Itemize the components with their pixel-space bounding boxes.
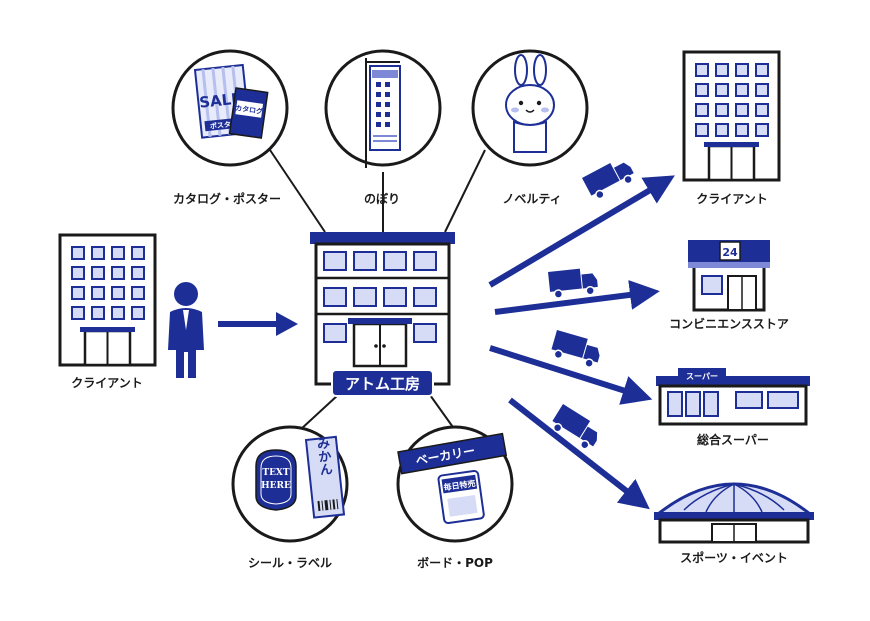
- novelty-label: ノベルティ: [502, 192, 561, 206]
- catalog-text: カタログ: [235, 103, 264, 116]
- board-pop-label: ボード・POP: [417, 555, 493, 570]
- client-building-icon: [58, 233, 157, 367]
- nobori-circle: [324, 49, 442, 168]
- atom-kobo-building-icon: アトム工房: [310, 232, 455, 397]
- supermarket-icon: スーパー: [656, 368, 810, 426]
- seal-label-label: シール・ラベル: [248, 556, 332, 570]
- sale-text: SALE: [198, 89, 242, 111]
- seal-label-circle: TEXT HERE みかん: [231, 425, 349, 543]
- seal-text-line2: HERE: [261, 481, 291, 491]
- connector-lines: [269, 149, 486, 431]
- poster-text: ポスター: [209, 119, 238, 131]
- dest-client-label: クライアント: [696, 192, 768, 206]
- truck-icon: [548, 162, 634, 450]
- board-pop-circle: ベーカリー 毎日特売: [396, 425, 514, 543]
- super-sign: スーパー: [686, 371, 718, 381]
- delivery-arrows: [488, 175, 675, 510]
- store-icon: 24: [688, 240, 770, 312]
- nobori-label: のぼり: [364, 192, 400, 206]
- dome-icon: [653, 482, 815, 544]
- catalog-poster-label: カタログ・ポスター: [173, 191, 281, 206]
- person-icon: [168, 282, 204, 378]
- atom-kobo-sign: アトム工房: [345, 375, 420, 393]
- dest-sports-label: スポーツ・イベント: [680, 550, 788, 565]
- seal-vertical-text: みかん: [313, 436, 333, 477]
- left-client-label: クライアント: [71, 376, 143, 390]
- dest-client-building-icon: [682, 50, 781, 182]
- novelty-circle: [471, 49, 589, 167]
- seal-text-line1: TEXT: [262, 468, 290, 478]
- catalog-poster-circle: SALE ポスター カタログ: [171, 49, 289, 167]
- arrow-icon: [218, 312, 298, 336]
- dest-conveni-label: コンビニエンスストア: [669, 316, 789, 331]
- dest-super-label: 総合スーパー: [697, 432, 769, 447]
- board-tag-text: 毎日特売: [443, 478, 476, 492]
- conveni-sign: 24: [722, 246, 738, 259]
- rabbit-icon: [505, 54, 555, 153]
